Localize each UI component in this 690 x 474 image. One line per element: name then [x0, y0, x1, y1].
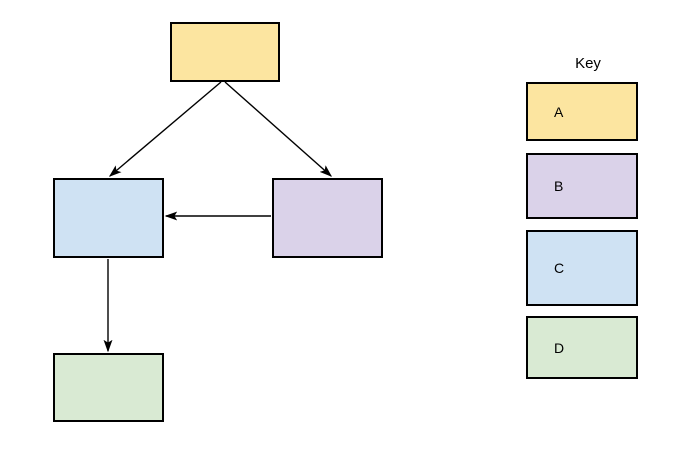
key-item-b-label: B [554, 178, 564, 194]
key-item-a-label: A [554, 103, 564, 120]
key-item-d[interactable]: D [526, 316, 638, 379]
edge-a-to-b [224, 81, 333, 177]
key-item-a[interactable]: A [526, 82, 638, 141]
key-title: Key [575, 55, 601, 72]
key-item-d-label: D [554, 339, 565, 356]
flow-node-a[interactable] [170, 22, 280, 82]
key-item-c[interactable]: C [526, 230, 638, 306]
key-item-c-label: C [554, 260, 565, 276]
key-item-b[interactable]: B [526, 153, 638, 219]
edge-a-to-c [108, 81, 222, 177]
flow-node-d[interactable] [53, 353, 164, 422]
flow-node-b[interactable] [272, 178, 383, 258]
flow-node-c[interactable] [53, 178, 164, 258]
key-panel: Key [526, 56, 638, 81]
